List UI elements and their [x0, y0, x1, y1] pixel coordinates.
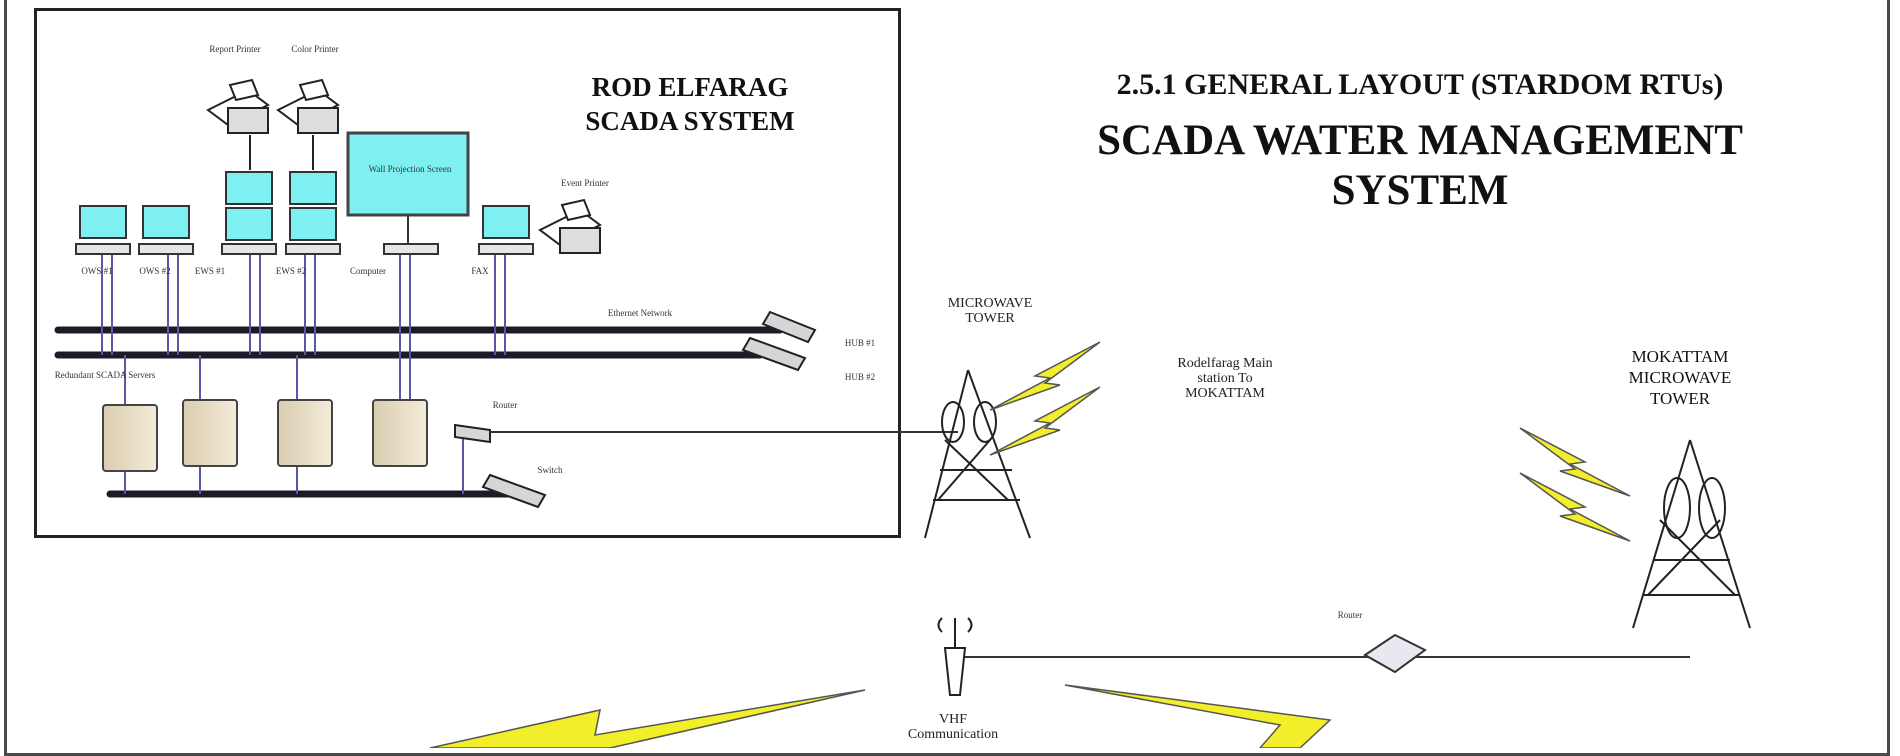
lightning-icons — [429, 341, 1631, 748]
mokattam-tower-label: MOKATTAM MICROWAVE TOWER — [1610, 346, 1750, 409]
ws5-label: Computer — [350, 266, 386, 276]
microwave-tower-icon — [924, 369, 1031, 539]
workstation-icons — [75, 171, 534, 255]
microwave-tower-icon — [1632, 439, 1751, 629]
link-note-line3: MOKATTAM — [1185, 386, 1265, 401]
mokattam-label-line2: MICROWAVE — [1628, 368, 1732, 387]
page-title: SCADA WATER MANAGEMENT SYSTEM — [1060, 116, 1780, 216]
printer-a-label: Report Printer — [209, 44, 261, 54]
rod-elfarag-inset-box — [34, 8, 901, 538]
section-title: 2.5.1 GENERAL LAYOUT (STARDOM RTUs) — [1116, 68, 1724, 101]
router-right-label: Router — [1337, 610, 1363, 620]
printer-b-label: Color Printer — [291, 44, 339, 54]
microwave-tower-label-line1: MICROWAVE — [947, 296, 1033, 311]
vhf-label-line1: VHF — [938, 712, 967, 727]
microwave-tower-label: MICROWAVE TOWER — [930, 296, 1050, 326]
microwave-tower-label-line2: TOWER — [965, 311, 1015, 326]
switch-label: Switch — [537, 465, 563, 475]
ws6-label: FAX — [471, 266, 489, 276]
mokattam-label-line3: TOWER — [1649, 389, 1711, 408]
link-note: Rodelfarag Main station To MOKATTAM — [1150, 356, 1300, 401]
rod-title-line2: SCADA SYSTEM — [585, 106, 795, 136]
server-icons — [102, 399, 428, 472]
network-a-label: Ethernet Network — [607, 308, 673, 318]
printer-icon — [206, 78, 270, 134]
link-note-line1: Rodelfarag Main — [1177, 356, 1273, 371]
vhf-label: VHF Communication — [898, 712, 1008, 742]
screen-label: Wall Projection Screen — [368, 164, 452, 174]
vhf-label-line2: Communication — [907, 727, 999, 742]
rod-title-line1: ROD ELFARAG — [591, 72, 789, 102]
printer-c-label: Event Printer — [561, 178, 609, 188]
printer-icon — [538, 198, 602, 254]
ws2-label: OWS #2 — [139, 266, 171, 276]
page-title-line2: SYSTEM — [1331, 167, 1509, 214]
servers-label: Redundant SCADA Servers — [54, 370, 156, 380]
wall-screen-icon — [346, 131, 470, 244]
vhf-antenna-icon — [937, 617, 973, 696]
link-note-line2: station To — [1197, 371, 1253, 386]
ws4-label: EWS #2 — [275, 266, 307, 276]
page-title-line1: SCADA WATER MANAGEMENT — [1097, 117, 1743, 164]
ws3-label: EWS #1 — [194, 266, 226, 276]
rod-elfarag-title: ROD ELFARAG SCADA SYSTEM — [560, 70, 820, 138]
hub-b-label: HUB #2 — [844, 372, 876, 382]
mokattam-label-line1: MOKATTAM — [1631, 347, 1729, 366]
printer-icon — [276, 78, 340, 134]
ws1-label: OWS #1 — [81, 266, 113, 276]
router-icon — [1363, 633, 1427, 674]
hub-a-label: HUB #1 — [844, 338, 876, 348]
router-label: Router — [492, 400, 518, 410]
hub-icons — [454, 310, 817, 509]
